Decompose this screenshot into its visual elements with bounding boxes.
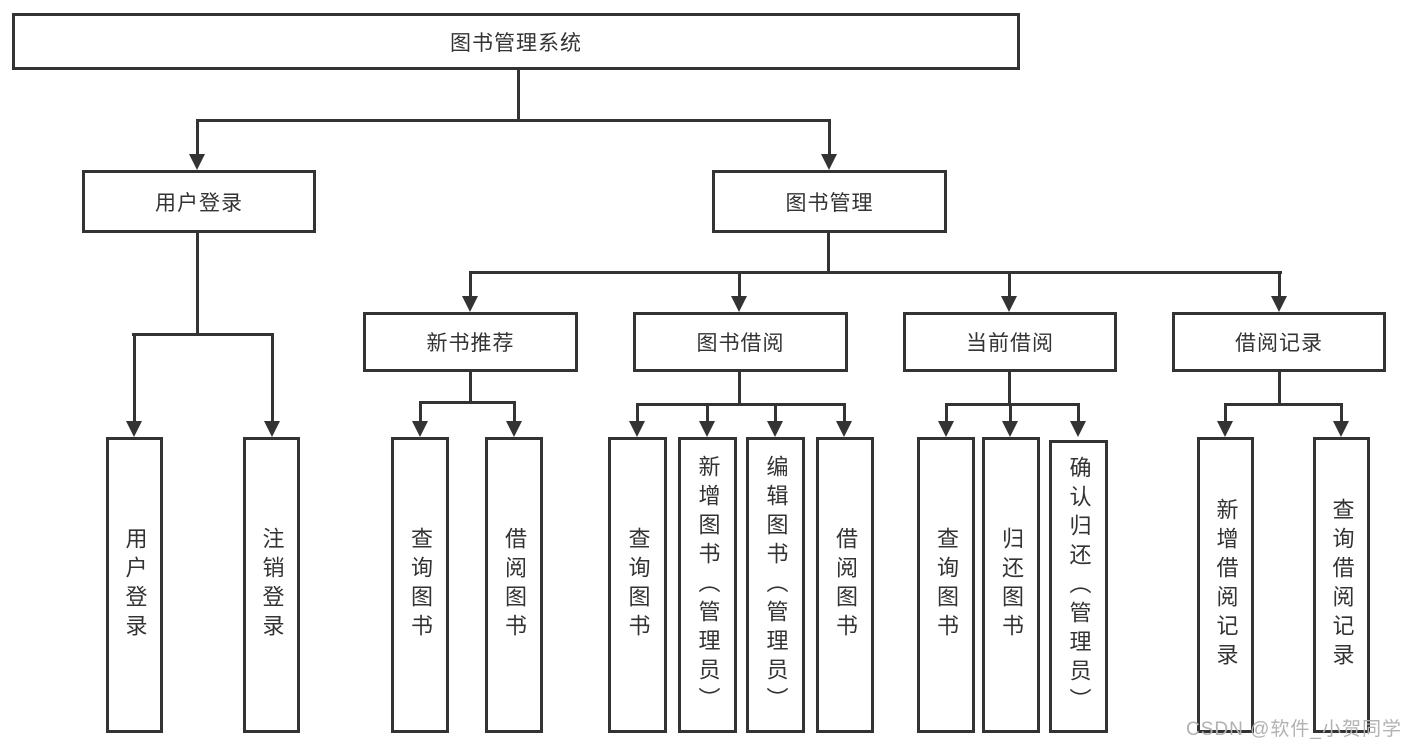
arrow-to-new-book-recommendation bbox=[462, 271, 478, 312]
leaf-add-books-admin: 新增图书（管理员） bbox=[678, 437, 737, 733]
arrow-to-query-books-3 bbox=[938, 403, 954, 437]
connector-new-book-split bbox=[419, 401, 516, 404]
arrow-to-query-books-1 bbox=[412, 401, 428, 437]
node-label: 图书管理系统 bbox=[450, 31, 582, 55]
leaf-label: 查询借阅记录 bbox=[1329, 498, 1355, 672]
leaf-label: 查询图书 bbox=[934, 527, 959, 643]
connector-borrowing-records-drop bbox=[1278, 372, 1281, 406]
node-borrowing-records: 借阅记录 bbox=[1172, 312, 1386, 372]
connector-root-drop bbox=[517, 70, 520, 122]
connector-current-borrowing-drop bbox=[1008, 372, 1011, 406]
arrow-to-add-borrow-record bbox=[1217, 403, 1233, 437]
leaf-return-books: 归还图书 bbox=[982, 437, 1040, 733]
leaf-label: 新增借阅记录 bbox=[1213, 498, 1239, 672]
leaf-query-books-2: 查询图书 bbox=[608, 437, 667, 733]
leaf-label: 归还图书 bbox=[999, 527, 1024, 643]
arrow-to-book-management bbox=[821, 119, 837, 170]
connector-new-book-drop bbox=[469, 372, 472, 404]
leaf-confirm-return-admin: 确认归还（管理员） bbox=[1049, 440, 1108, 733]
arrow-to-query-books-2 bbox=[629, 403, 645, 437]
node-label: 当前借阅 bbox=[966, 332, 1054, 355]
arrow-to-query-borrow-record bbox=[1333, 403, 1349, 437]
leaf-label: 确认归还（管理员） bbox=[1066, 456, 1092, 717]
arrow-to-book-borrowing bbox=[731, 271, 747, 312]
leaf-label: 注销登录 bbox=[259, 527, 285, 643]
arrow-to-edit-books-admin bbox=[767, 403, 783, 437]
node-label: 借阅记录 bbox=[1235, 332, 1323, 355]
leaf-borrow-books-2: 借阅图书 bbox=[816, 437, 874, 733]
arrow-to-user-login bbox=[189, 119, 205, 170]
node-label: 用户登录 bbox=[155, 191, 243, 215]
arrow-to-add-books-admin bbox=[699, 403, 715, 437]
leaf-query-books-3: 查询图书 bbox=[917, 437, 975, 733]
connector-borrowing-records-split bbox=[1224, 403, 1343, 406]
leaf-edit-books-admin: 编辑图书（管理员） bbox=[746, 437, 805, 733]
arrow-to-current-borrowing bbox=[1001, 271, 1017, 312]
arrow-to-borrow-books-2 bbox=[836, 403, 852, 437]
node-label: 图书管理 bbox=[785, 191, 874, 215]
node-label: 新书推荐 bbox=[426, 332, 515, 355]
node-current-borrowing: 当前借阅 bbox=[903, 312, 1117, 372]
connector-book-borrowing-drop bbox=[738, 372, 741, 406]
node-book-management: 图书管理 bbox=[712, 170, 947, 233]
arrow-to-borrow-books-1 bbox=[506, 401, 522, 437]
leaf-borrow-books-1: 借阅图书 bbox=[485, 437, 543, 733]
node-book-borrowing: 图书借阅 bbox=[633, 312, 848, 372]
node-label: 图书借阅 bbox=[696, 332, 785, 355]
leaf-label: 借阅图书 bbox=[833, 527, 858, 643]
arrow-to-logout-leaf bbox=[264, 333, 280, 437]
watermark-csdn: CSDN @软件_小贺同学 bbox=[1186, 719, 1402, 740]
leaf-label: 编辑图书（管理员） bbox=[763, 454, 789, 716]
node-library-management-system: 图书管理系统 bbox=[12, 13, 1020, 70]
leaf-label: 查询图书 bbox=[408, 527, 433, 643]
leaf-label: 借阅图书 bbox=[502, 527, 527, 643]
arrow-to-return-books bbox=[1002, 403, 1018, 437]
connector-user-login-drop bbox=[196, 233, 199, 336]
leaf-label: 查询图书 bbox=[625, 527, 651, 643]
arrow-to-user-login-leaf bbox=[126, 333, 142, 437]
leaf-label: 新增图书（管理员） bbox=[695, 454, 721, 716]
node-user-login: 用户登录 bbox=[82, 170, 316, 233]
connector-current-borrowing-split bbox=[945, 403, 1080, 406]
arrow-to-confirm-return-admin bbox=[1070, 403, 1086, 437]
connector-book-management-drop bbox=[827, 233, 830, 274]
leaf-label: 用户登录 bbox=[122, 527, 148, 643]
connector-user-login-split bbox=[132, 333, 274, 336]
node-new-book-recommendation: 新书推荐 bbox=[363, 312, 578, 372]
leaf-add-borrow-record: 新增借阅记录 bbox=[1197, 437, 1254, 733]
leaf-logout: 注销登录 bbox=[243, 437, 300, 733]
connector-book-borrowing-split bbox=[636, 403, 846, 406]
leaf-query-borrow-record: 查询借阅记录 bbox=[1313, 437, 1370, 733]
connector-root-split bbox=[196, 119, 830, 122]
connector-book-management-split bbox=[469, 271, 1282, 274]
arrow-to-borrowing-records bbox=[1271, 271, 1287, 312]
leaf-query-books-1: 查询图书 bbox=[391, 437, 449, 733]
leaf-user-login: 用户登录 bbox=[106, 437, 163, 733]
